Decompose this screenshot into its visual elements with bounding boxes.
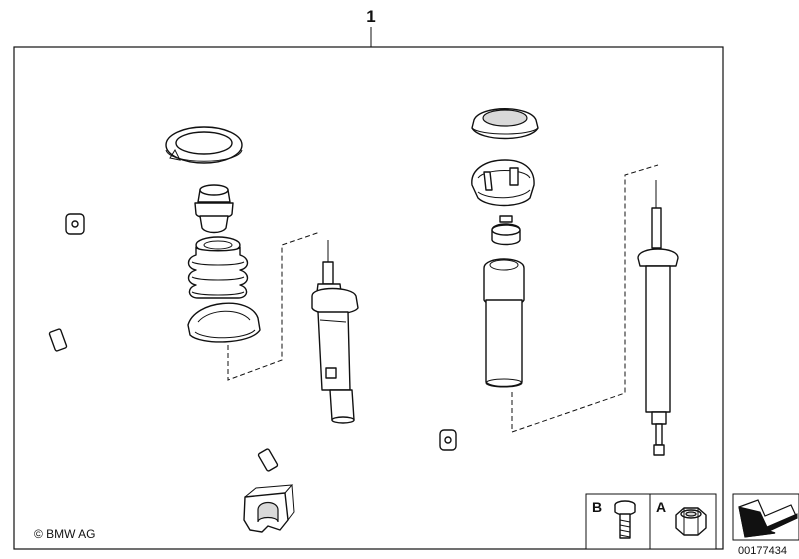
front-strut-dashed-link <box>227 231 321 381</box>
diagram-id: 00177434 <box>738 545 787 557</box>
front-strut[interactable] <box>311 240 359 424</box>
dust-boot-rear[interactable] <box>483 258 525 388</box>
bump-stop-front[interactable] <box>194 184 234 234</box>
fastener-legend: B A <box>585 493 717 550</box>
spring-seat-rear[interactable] <box>471 159 535 207</box>
stabilizer-bar[interactable] <box>32 206 457 483</box>
stabilizer-bushing[interactable] <box>243 484 295 533</box>
top-mount-cap[interactable] <box>471 108 539 140</box>
rear-shock-dashed-link <box>511 164 659 433</box>
assembly-number: 1 <box>366 7 375 26</box>
legend-label-a: A <box>656 499 666 515</box>
spring-seat-front[interactable] <box>187 302 261 343</box>
rear-shock[interactable] <box>637 180 679 456</box>
bump-stop-cap[interactable] <box>491 215 521 246</box>
dust-boot-front[interactable] <box>187 236 249 299</box>
legend-label-b: B <box>592 499 602 515</box>
copyright-text: © BMW AG <box>34 527 96 541</box>
spring-pad[interactable] <box>165 126 243 164</box>
assembly-frame <box>13 46 724 550</box>
forward-arrow-icon[interactable] <box>732 493 799 541</box>
nut-icon[interactable] <box>675 507 707 536</box>
bolt-icon[interactable] <box>614 500 636 539</box>
